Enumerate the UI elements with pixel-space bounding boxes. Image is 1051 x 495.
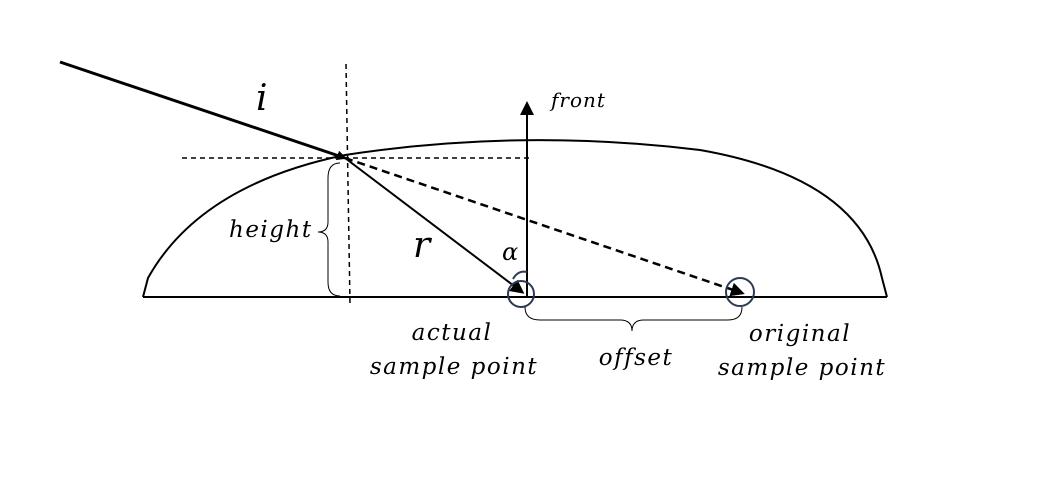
refracted-ray-label: r [413, 225, 432, 266]
front-label: front [549, 88, 606, 112]
original-ray [344, 156, 745, 297]
angle-arc [512, 270, 528, 280]
actual-sample-point-marker [507, 280, 535, 308]
angle-label: α [502, 238, 518, 266]
incident-ray [59, 60, 347, 161]
incident-ray-label: i [256, 78, 268, 119]
refracted-ray [344, 157, 525, 294]
height-brace [317, 162, 341, 297]
actual-sample-point-label-line1: actual [412, 320, 493, 346]
original-sample-point-label-line2: sample point [718, 355, 886, 381]
original-sample-point-marker [725, 277, 755, 307]
original-sample-point-label-line1: original [749, 321, 851, 347]
dome-outline [142, 139, 888, 298]
actual-sample-point-label-line2: sample point [370, 354, 538, 380]
height-label: height [229, 217, 313, 243]
vertical-dashed-normal [345, 63, 351, 305]
offset-label: offset [599, 345, 674, 371]
offset-brace [524, 306, 743, 332]
